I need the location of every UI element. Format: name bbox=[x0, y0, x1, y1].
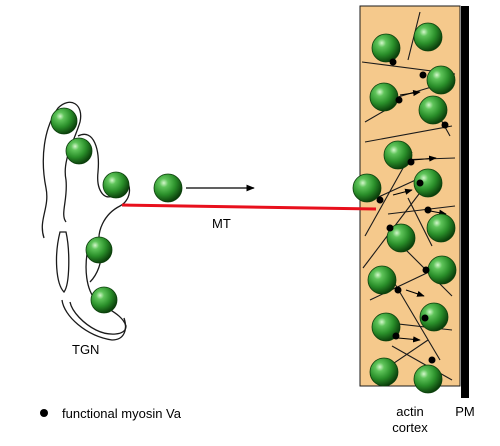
vesicle bbox=[369, 82, 399, 112]
label-tgn: TGN bbox=[72, 342, 99, 357]
vesicle bbox=[90, 286, 118, 314]
legend: functional myosin Va bbox=[40, 406, 182, 421]
label-pm: PM bbox=[455, 404, 475, 419]
vesicle bbox=[371, 312, 401, 342]
plasma-membrane-bar bbox=[461, 6, 469, 398]
microtubule bbox=[121, 203, 377, 211]
myosin-dot bbox=[392, 332, 400, 340]
myosin-dot bbox=[419, 71, 427, 79]
vesicle bbox=[386, 223, 416, 253]
vesicle bbox=[50, 107, 78, 135]
vesicle bbox=[426, 213, 456, 243]
myosin-dot bbox=[395, 96, 403, 104]
myosin-dot bbox=[422, 266, 430, 274]
vesicle bbox=[102, 171, 130, 199]
actin-arrows bbox=[392, 89, 447, 343]
myosin-dot bbox=[416, 179, 424, 187]
myosin-dot bbox=[424, 206, 432, 214]
myosin-dot bbox=[441, 121, 449, 129]
label-mt: MT bbox=[212, 216, 231, 231]
tgn-membranes bbox=[41, 101, 131, 341]
myosin-va-dots bbox=[376, 58, 449, 364]
myosin-dot bbox=[376, 196, 384, 204]
vesicle bbox=[85, 236, 113, 264]
myosin-dot bbox=[428, 356, 436, 364]
vesicle bbox=[369, 357, 399, 387]
vesicle bbox=[371, 33, 401, 63]
myosin-dot bbox=[421, 314, 429, 322]
vesicle bbox=[413, 364, 443, 394]
vesicle bbox=[418, 95, 448, 125]
vesicle bbox=[367, 265, 397, 295]
vesicle bbox=[383, 140, 413, 170]
vesicle bbox=[65, 137, 93, 165]
vesicle bbox=[413, 168, 443, 198]
vesicles bbox=[50, 22, 457, 394]
myosin-dot bbox=[394, 286, 402, 294]
vesicle bbox=[413, 22, 443, 52]
vesicle bbox=[153, 173, 183, 203]
vesicle bbox=[426, 65, 456, 95]
vesicle bbox=[427, 255, 457, 285]
legend-myosin-dot bbox=[40, 409, 48, 417]
label-actin: actin bbox=[396, 404, 423, 419]
myosin-dot bbox=[389, 58, 397, 66]
myosin-dot bbox=[386, 224, 394, 232]
legend-text: functional myosin Va bbox=[62, 406, 182, 421]
vesicle bbox=[352, 173, 382, 203]
label-cortex: cortex bbox=[392, 420, 428, 435]
myosin-dot bbox=[407, 158, 415, 166]
vesicle bbox=[419, 302, 449, 332]
